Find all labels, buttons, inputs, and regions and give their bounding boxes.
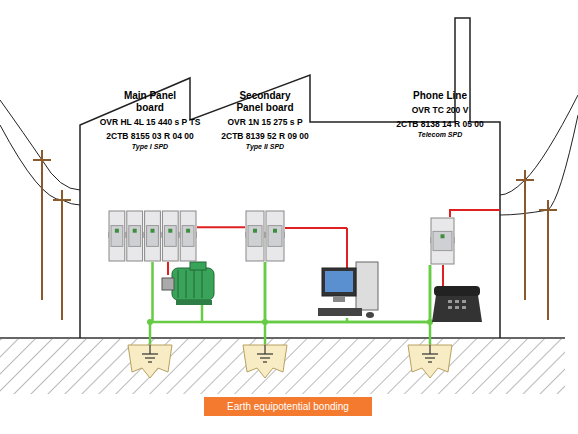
earth-wire [265, 262, 430, 322]
earth-wire [150, 265, 430, 345]
spd-panel: Secondary Panel boardOVR 1N 15 275 s P 2C… [190, 90, 340, 265]
spd-device [430, 217, 455, 265]
part-number: 2CTB 8138 14 R 05 00 [365, 118, 515, 130]
part-number: OVR HL 4L 15 440 s P TS [75, 116, 225, 128]
ground-line [0, 337, 565, 339]
spd-device [245, 210, 285, 262]
part-number: 2CTB 8139 52 R 09 00 [190, 130, 340, 142]
part-number: 2CTB 8155 03 R 04 00 [75, 130, 225, 142]
spd-device [108, 210, 197, 262]
spd-device [430, 217, 455, 265]
motor [162, 262, 214, 305]
spd-type: Type II SPD [190, 142, 340, 151]
spd-panel: Phone LineOVR TC 200 V 2CTB 8138 14 R 05 … [365, 90, 515, 265]
part-number: OVR TC 200 V [365, 104, 515, 116]
spd-type: Telecom SPD [365, 130, 515, 139]
factory-outline [80, 18, 500, 338]
spd-device [245, 210, 285, 262]
utility-pole [33, 150, 557, 320]
panel-name: Phone Line [408, 90, 472, 102]
spd-panel: Main Panel boardOVR HL 4L 15 440 s P TS 2… [75, 90, 225, 265]
spd-device [108, 210, 197, 262]
part-number: OVR 1N 15 275 s P [190, 116, 340, 128]
telephone [432, 286, 482, 322]
spd-type: Type I SPD [75, 142, 225, 151]
computer [318, 262, 378, 318]
caption-banner: Earth equipotential bonding [204, 397, 372, 416]
panel-name: Secondary Panel board [233, 90, 297, 114]
earth-wire [153, 262, 266, 322]
power-wire [197, 226, 245, 228]
panel-name: Main Panel board [118, 90, 182, 114]
ground-hatch [0, 339, 565, 394]
caption-text: Earth equipotential bonding [227, 401, 349, 412]
earth-electrode [128, 345, 452, 378]
